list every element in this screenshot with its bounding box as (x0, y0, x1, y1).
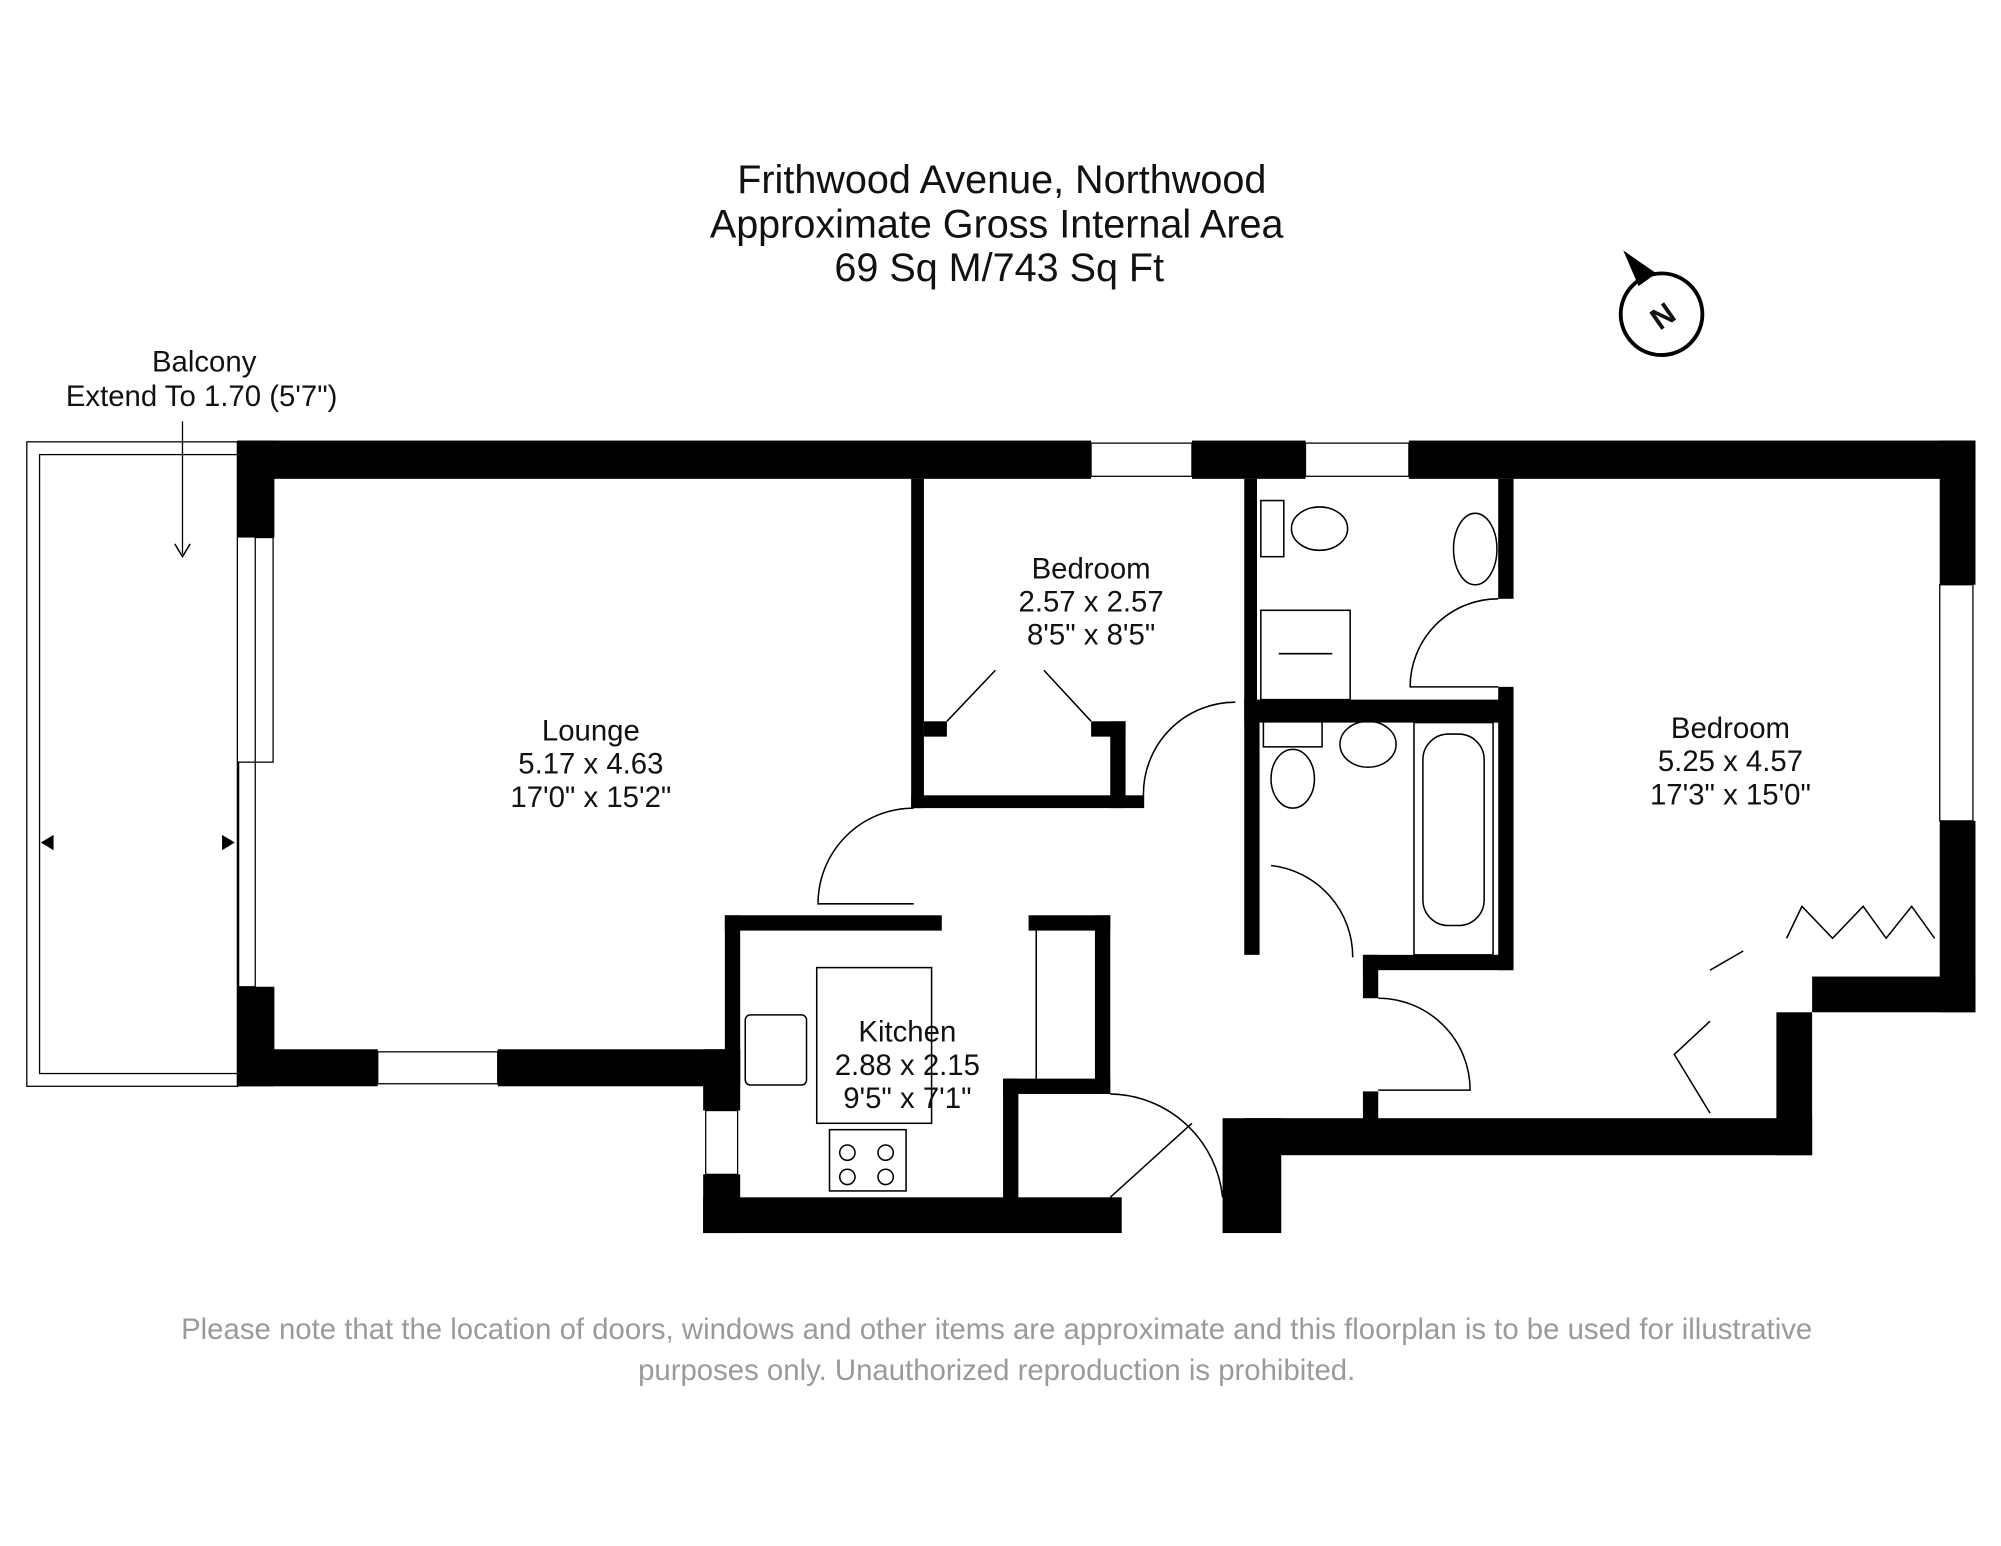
balcony-label: Balcony (152, 346, 257, 379)
area-title: Approximate Gross Internal Area (710, 203, 1284, 247)
room-imperial: 17'0" x 15'2" (510, 781, 671, 814)
balcony-extent: Extend To 1.70 (5'7") (66, 380, 338, 413)
room-name: Lounge (542, 714, 640, 747)
doors (817, 598, 1936, 1198)
compass-label: N (1644, 296, 1682, 337)
room-metric: 5.25 x 4.57 (1658, 745, 1803, 778)
fixtures (744, 499, 1498, 1192)
room-lounge: Lounge 5.17 x 4.63 17'0" x 15'2" (510, 714, 671, 813)
room-bedroom-large: Bedroom 5.25 x 4.57 17'3" x 15'0" (1650, 712, 1811, 811)
area-value: 69 Sq M/743 Sq Ft (834, 246, 1164, 290)
disclaimer-line1: Please note that the location of doors, … (181, 1313, 1812, 1346)
windows (238, 442, 1974, 1175)
disclaimer-line2: purposes only. Unauthorized reproduction… (638, 1354, 1355, 1387)
room-name: Kitchen (858, 1016, 956, 1049)
north-compass-icon: N (1618, 250, 1705, 357)
room-metric: 5.17 x 4.63 (518, 748, 663, 781)
room-imperial: 17'3" x 15'0" (1650, 778, 1811, 811)
address-title: Frithwood Avenue, Northwood (737, 158, 1266, 202)
room-bedroom-small: Bedroom 2.57 x 2.57 8'5" x 8'5" (1019, 552, 1164, 651)
room-imperial: 8'5" x 8'5" (1027, 619, 1155, 652)
room-imperial: 9'5" x 7'1" (843, 1082, 971, 1115)
room-name: Bedroom (1032, 552, 1151, 585)
room-kitchen: Kitchen 2.88 x 2.15 9'5" x 7'1" (835, 1016, 980, 1115)
room-metric: 2.57 x 2.57 (1019, 586, 1164, 619)
balcony (26, 421, 239, 1087)
walls (237, 440, 1976, 1234)
room-metric: 2.88 x 2.15 (835, 1049, 980, 1082)
room-name: Bedroom (1671, 712, 1790, 745)
